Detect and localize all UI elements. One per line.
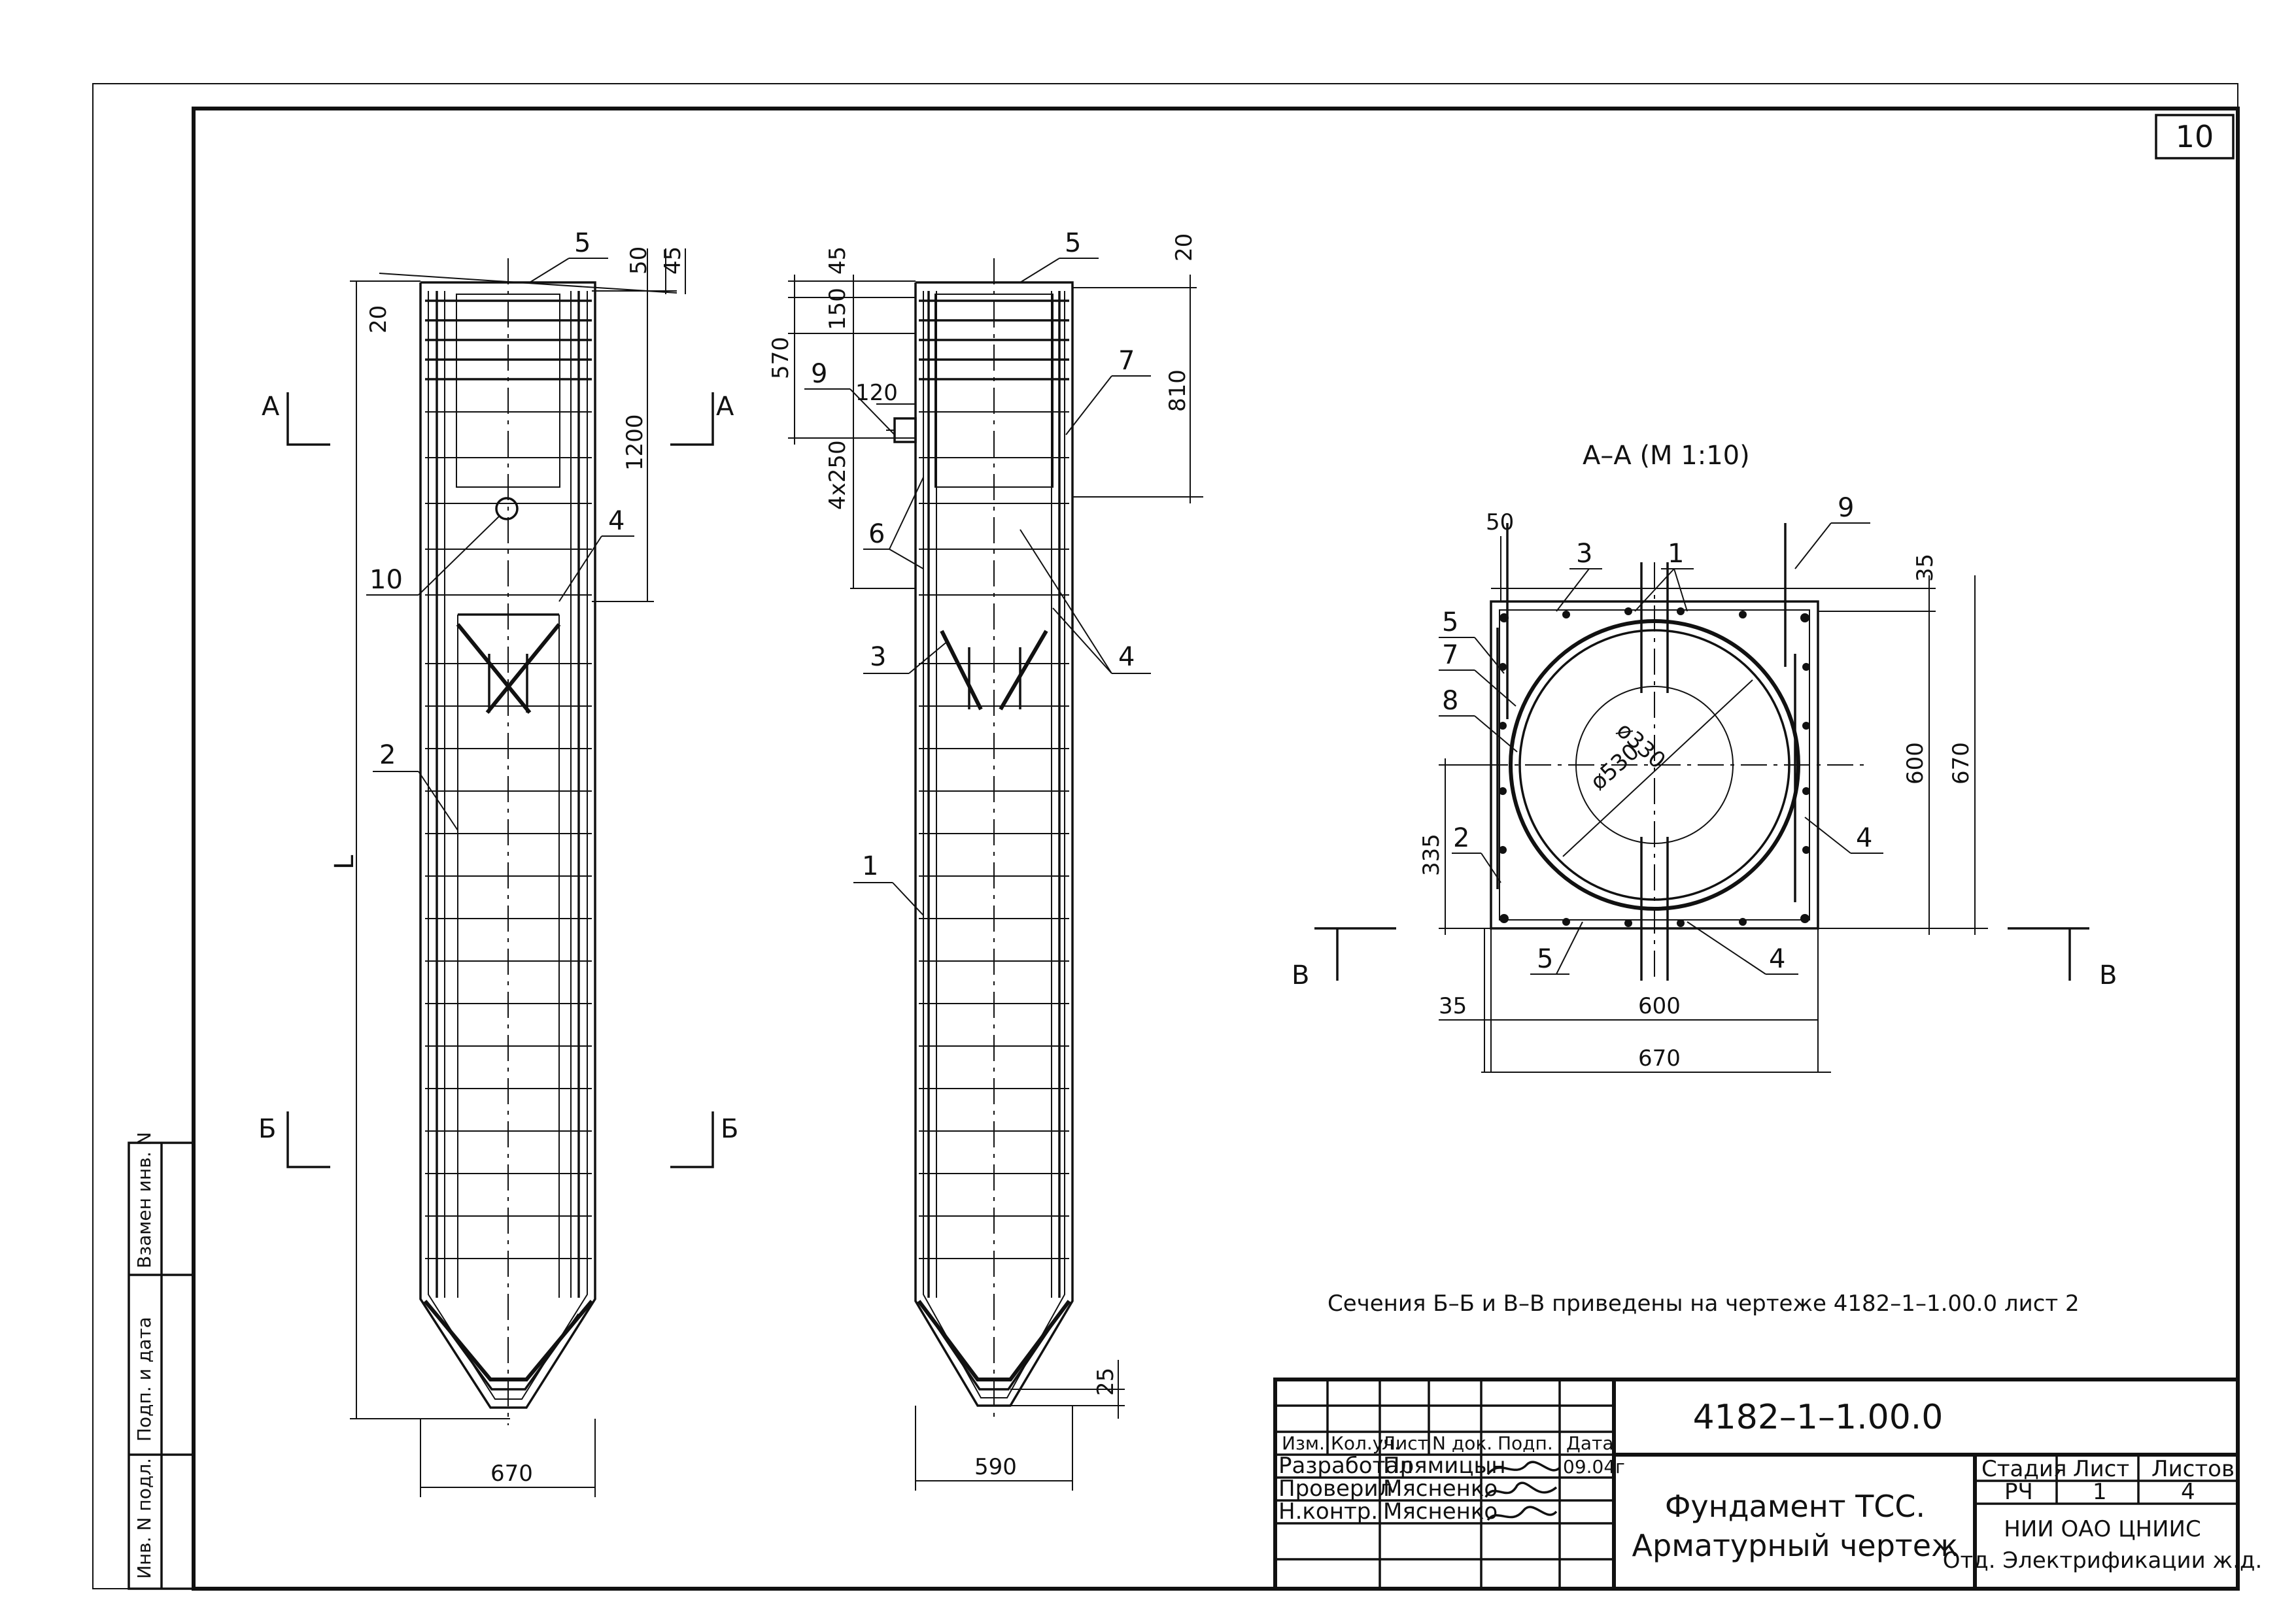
tb-org-2: Отд. Электрификации ж.д. (1943, 1548, 2263, 1574)
sheet-number-box: 10 (2155, 114, 2235, 160)
left-dim-670: 670 (490, 1461, 533, 1487)
mid-dim-590: 590 (974, 1454, 1017, 1480)
sec-callout-7: 7 (1442, 640, 1458, 670)
mid-dim-20: 20 (1171, 233, 1197, 262)
tb-name-1: Прямицын (1383, 1453, 1506, 1479)
left-dim-20: 20 (366, 305, 392, 333)
mark-b-left: Б (258, 1114, 276, 1144)
mark-a-left: А (262, 392, 280, 422)
tb-name-3: Мясненко (1383, 1498, 1498, 1525)
tb-title-1: Фундамент ТСС. (1665, 1489, 1925, 1524)
section-marks-left: А А Б Б (258, 392, 738, 1168)
tb-podp: Подп. (1498, 1432, 1553, 1454)
sec-callout-9: 9 (1838, 493, 1854, 523)
side-inv-zam: Взамен инв. N (133, 1132, 155, 1268)
tb-stage: РЧ (2004, 1479, 2033, 1505)
side-podp-data: Подп. и дата (133, 1317, 155, 1442)
tb-date-1: 09.04г (1563, 1456, 1625, 1478)
mid-callout-1: 1 (862, 851, 878, 881)
mid-dim-150: 150 (825, 288, 851, 330)
mark-b-right: Б (721, 1114, 738, 1144)
left-dim-50: 50 (626, 246, 652, 275)
title-block: Изм. Кол.уч. Лист N док. Подп. Дата Разр… (1273, 1378, 2263, 1591)
left-callout-2: 2 (379, 740, 396, 770)
mid-dim-25: 25 (1093, 1368, 1119, 1396)
side-stamp: Взамен инв. N Подп. и дата Инв. N подл. (128, 1132, 195, 1590)
left-dim-L: L (330, 854, 360, 870)
tb-sheet: 1 (2093, 1479, 2107, 1505)
mid-dim-810: 810 (1165, 369, 1191, 412)
signature-1 (1486, 1461, 1561, 1476)
mid-callout-3: 3 (870, 642, 886, 672)
sec-callout-3: 3 (1576, 539, 1592, 569)
tb-stage-label: Стадия (1981, 1456, 2066, 1482)
sec-dim-35-right: 35 (1912, 554, 1938, 582)
sec-callout-4a: 4 (1856, 823, 1872, 853)
mark-a-right: А (716, 392, 734, 422)
sec-dim-600-horiz: 600 (1638, 993, 1681, 1019)
sheet-number: 10 (2176, 119, 2214, 154)
mid-dim-4x250: 4х250 (825, 440, 851, 510)
tb-ndok: N док. (1432, 1432, 1492, 1454)
left-callout-5: 5 (574, 228, 591, 258)
mid-callout-5: 5 (1065, 228, 1081, 258)
sec-dim-600-vert: 600 (1902, 742, 1928, 785)
tb-title-2: Арматурный чертеж (1632, 1528, 1959, 1563)
mid-dim-570: 570 (768, 337, 794, 379)
tb-role-3: Н.контр. (1278, 1498, 1378, 1525)
mid-dim-120: 120 (855, 380, 898, 406)
sec-dim-50: 50 (1486, 509, 1514, 535)
tb-org-1: НИИ ОАО ЦНИИС (2004, 1516, 2201, 1542)
tb-kol: Кол.уч. (1331, 1432, 1400, 1454)
sheet-edge (92, 83, 2238, 1589)
left-elevation-view: 20 50 45 1200 L 670 5 10 4 2 (330, 228, 686, 1497)
mark-v-right: В (2099, 960, 2117, 990)
tb-role-1: Разработал (1278, 1453, 1413, 1479)
sec-dim-335: 335 (1418, 834, 1445, 876)
tb-sheet-label: Лист (2073, 1456, 2129, 1482)
mid-callout-9: 9 (811, 359, 827, 389)
tb-sheets-label: Листов (2151, 1456, 2235, 1482)
drawing-frame (192, 107, 2240, 1591)
tb-data: Дата (1566, 1432, 1614, 1454)
mid-dim-45: 45 (825, 246, 851, 275)
signature-3 (1486, 1506, 1558, 1521)
sec-callout-5b: 5 (1537, 944, 1553, 974)
sec-callout-2: 2 (1453, 823, 1469, 853)
section-aa-view: А–А (М 1:10) ø330 ø530 (1418, 441, 1988, 1073)
tb-role-2: Проверил (1278, 1476, 1392, 1502)
sec-dim-35-bottom: 35 (1439, 993, 1467, 1019)
tb-izm: Изм. (1282, 1432, 1325, 1454)
sections-note: Сечения Б–Б и В–В приведены на чертеже 4… (1328, 1291, 2080, 1317)
tb-list: Лист (1382, 1432, 1428, 1454)
left-dim-45: 45 (660, 246, 686, 275)
section-aa-title: А–А (М 1:10) (1583, 441, 1750, 471)
sec-callout-8: 8 (1442, 686, 1458, 716)
mark-v-left: В (1292, 960, 1309, 990)
middle-elevation-view: 45 20 150 570 120 4х250 810 25 590 5 9 7… (768, 228, 1203, 1491)
mid-callout-6: 6 (868, 519, 885, 549)
sec-dim-670-vert: 670 (1948, 742, 1974, 785)
side-inv-podl: Инв. N подл. (133, 1458, 155, 1579)
tb-name-2: Мясненко (1383, 1476, 1498, 1502)
tb-sheets: 4 (2181, 1479, 2195, 1505)
sec-dim-670-horiz: 670 (1638, 1045, 1681, 1072)
left-callout-4: 4 (608, 506, 625, 536)
left-dim-1200: 1200 (622, 414, 648, 471)
section-marks-v: В В (1292, 927, 2117, 990)
sec-callout-4b: 4 (1769, 944, 1785, 974)
mid-callout-7: 7 (1118, 346, 1135, 376)
sec-callout-1: 1 (1668, 539, 1684, 569)
tb-code: 4182–1–1.00.0 (1693, 1398, 1944, 1437)
left-callout-10: 10 (369, 565, 403, 595)
mid-callout-4: 4 (1118, 642, 1135, 672)
signature-2 (1484, 1481, 1558, 1498)
sec-callout-5a: 5 (1442, 607, 1458, 637)
